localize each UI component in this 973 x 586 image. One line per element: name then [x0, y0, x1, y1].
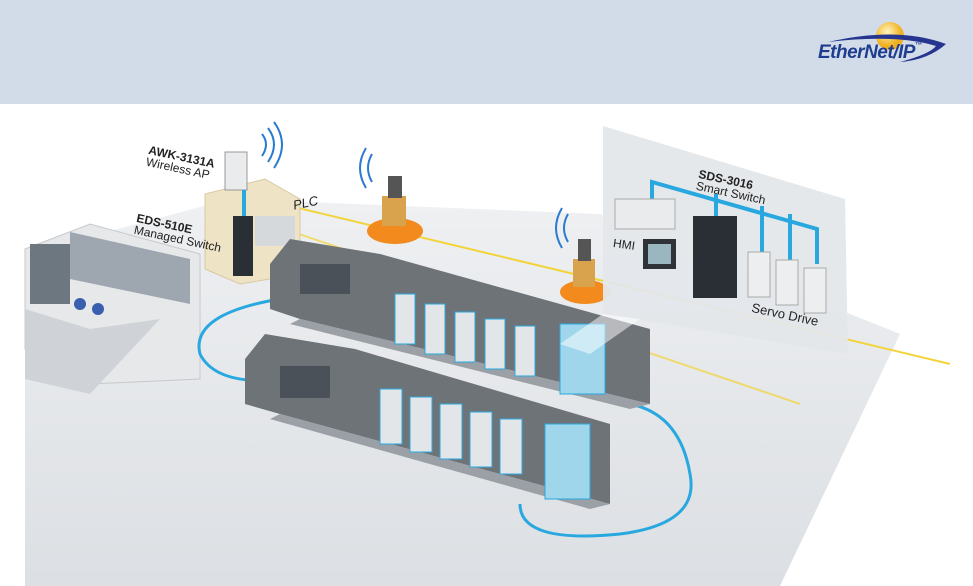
factory-scene — [24, 121, 951, 586]
logo-tm: ™ — [914, 42, 922, 49]
ethernet-ip-logo: EtherNet/IP™ — [808, 16, 958, 76]
agv-robot — [359, 147, 423, 244]
servo-drive — [803, 267, 827, 314]
header-band: EtherNet/IP™ — [0, 0, 973, 104]
plc-device — [255, 216, 295, 246]
logo-swoosh-icon — [828, 22, 946, 62]
servo-drive — [775, 259, 799, 306]
wifi-signal-icon — [261, 121, 283, 169]
control-room — [24, 223, 201, 394]
sds-3016-switch — [693, 216, 737, 298]
awk-3131a-ap — [224, 151, 248, 191]
printing-machine — [270, 239, 650, 409]
ethernet-ring — [518, 402, 693, 538]
plc-rack — [614, 198, 676, 230]
servo-drive — [747, 251, 771, 298]
logo-text: EtherNet/IP — [818, 42, 915, 63]
printing-machine — [245, 334, 610, 509]
agv-robot — [555, 207, 610, 304]
smart-switch-panel — [560, 126, 848, 354]
hmi-label: HMI — [612, 236, 636, 253]
eds-510e-switch — [233, 216, 253, 276]
